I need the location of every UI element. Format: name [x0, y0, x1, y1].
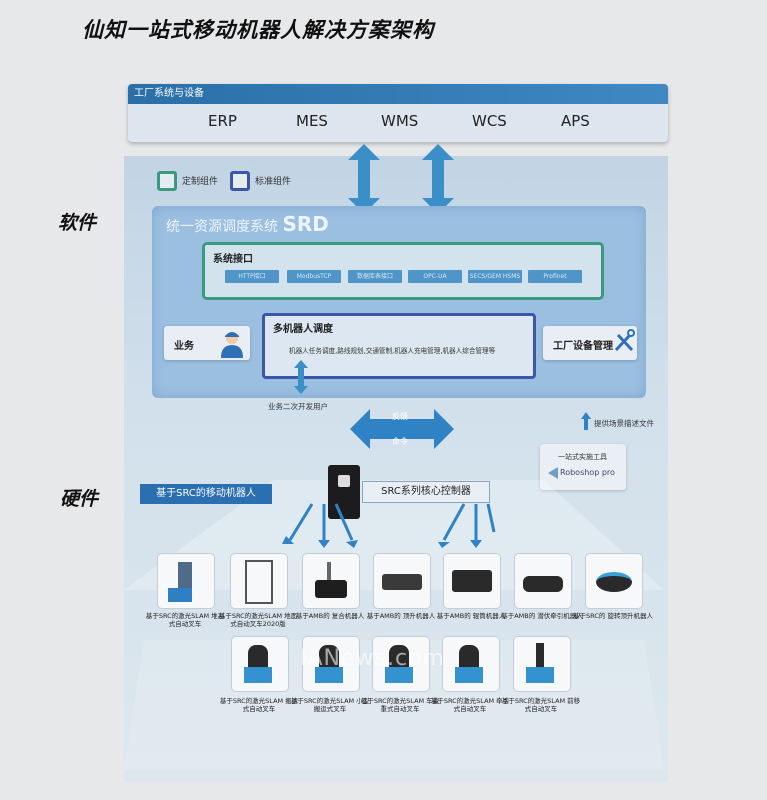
system-mes: MES — [296, 112, 328, 130]
towing-robot-icon — [523, 576, 563, 592]
robot-caption: 基于SRC的激光SLAM 牵引式自动叉车 — [430, 697, 510, 713]
robot-caption: 基于SRC的 旋转顶升机器人 — [573, 612, 653, 620]
business-dev-note: 业务二次开发用户 — [268, 402, 328, 411]
system-interface-title: 系统接口 — [213, 254, 253, 265]
robot-caption: 基于SRC的激光SLAM 车载重式自动叉车 — [360, 697, 440, 713]
core-controller-label: SRC系列核心控制器 — [362, 481, 490, 503]
robot-caption: 基于AMB的 潜伏牵引机器人 — [501, 612, 583, 620]
system-wms: WMS — [381, 112, 419, 130]
robot-caption: 基于SRC的激光SLAM 前移式自动叉车 — [501, 697, 581, 713]
robot-caption: 基于AMB的 辊筒机器人 — [436, 612, 506, 620]
interface-chip: 数据库表接口 — [348, 270, 402, 283]
double-arrows — [348, 144, 454, 214]
robot-card — [585, 553, 643, 609]
up-down-arrow-icon — [348, 144, 380, 214]
multi-robot-title: 多机器人调度 — [273, 324, 333, 335]
distribution-arrows — [282, 503, 496, 548]
legend-custom-swatch — [157, 171, 177, 191]
robot-card — [373, 553, 431, 609]
jacking-robot-icon — [382, 574, 422, 590]
robot-caption: 基于SRC的激光SLAM 小型搬运式叉车 — [290, 697, 370, 713]
roboshop-tool-box: 一站式实施工具 Roboshop pro — [540, 444, 626, 490]
forklift-frame-icon — [245, 560, 273, 604]
robot-caption: 基于AMB的 复合机器人 — [295, 612, 365, 620]
interface-chip: OPC-UA — [408, 270, 462, 283]
robot-caption: 基于SRC的激光SLAM 堆高式自动叉车 — [145, 612, 225, 628]
hardware-tag: 基于SRC的移动机器人 — [140, 484, 272, 504]
feedback-command-arrow — [350, 409, 454, 449]
srd-title: 统一资源调度系统 SRD — [166, 212, 329, 236]
controller-device — [328, 465, 360, 519]
robot-caption: 基于SRC的激光SLAM 地面式自动叉车2020版 — [218, 612, 298, 628]
system-interface-box: 系统接口 HTTP接口 ModbusTCP 数据库表接口 OPC-UA SECS… — [202, 242, 604, 300]
robot-card — [157, 553, 215, 609]
forklift-head-icon — [459, 645, 479, 667]
forklift-body-icon — [168, 588, 192, 602]
business-box: 业务 — [164, 326, 250, 360]
interface-chip: HTTP接口 — [225, 270, 279, 283]
tool-line2: Roboshop pro — [560, 468, 615, 477]
robot-caption: 基于SRC的激光SLAM 搬运式自动叉车 — [219, 697, 299, 713]
rotating-robot-icon — [596, 572, 632, 592]
multi-robot-desc: 机器人任务调度,路线规划,交通管制,机器人充电管理,机器人综合管理等 — [289, 347, 496, 355]
legend-standard-swatch — [230, 171, 250, 191]
up-down-arrow-icon — [422, 144, 454, 214]
interface-chip: ModbusTCP — [287, 270, 341, 283]
roboshop-logo-icon — [548, 467, 558, 479]
watermark: IANews.com — [300, 646, 445, 671]
robot-arm-icon — [327, 562, 331, 580]
up-arrow-icon — [581, 412, 591, 430]
command-label: 命令 — [392, 437, 408, 446]
reach-mast-icon — [536, 643, 544, 683]
robot-card — [230, 553, 288, 609]
system-aps: APS — [561, 112, 590, 130]
vertical-arrow-icon — [294, 360, 308, 394]
roller-robot-icon — [452, 570, 492, 592]
system-wcs: WCS — [472, 112, 507, 130]
page-title: 仙知一站式移动机器人解决方案架构 — [82, 18, 434, 42]
legend-custom-label: 定制组件 — [182, 177, 219, 187]
factory-header: 工厂系统与设备 — [128, 84, 668, 104]
composite-robot-icon — [315, 580, 347, 598]
business-label: 业务 — [174, 341, 194, 352]
forklift-base-icon — [315, 667, 343, 683]
worker-icon — [221, 332, 243, 358]
interface-chip: SECS/GEM HSMS — [468, 270, 522, 283]
forklift-base-icon — [455, 667, 483, 683]
robot-caption: 基于AMB的 顶升机器人 — [366, 612, 436, 620]
equipment-box: 工厂设备管理 — [543, 326, 637, 360]
forklift-base-icon — [385, 667, 413, 683]
forklift-head-icon — [319, 645, 339, 667]
forklift-head-icon — [248, 645, 268, 667]
scene-note: 提供场景描述文件 — [594, 419, 654, 428]
system-erp: ERP — [208, 112, 237, 130]
robot-card — [302, 553, 360, 609]
interface-chip: Profinet — [528, 270, 582, 283]
tools-icon — [614, 329, 635, 352]
forklift-base-icon — [244, 667, 272, 683]
robot-card — [302, 636, 360, 692]
srd-title-text: 统一资源调度系统 — [166, 219, 278, 235]
robot-card — [513, 636, 571, 692]
robot-card — [443, 553, 501, 609]
robot-card — [514, 553, 572, 609]
robot-card — [231, 636, 289, 692]
feedback-label: 反馈 — [392, 412, 408, 421]
software-label: 软件 — [58, 212, 97, 234]
forklift-base-icon — [526, 667, 554, 683]
srd-abbr: SRD — [282, 212, 329, 236]
factory-systems-panel: 工厂系统与设备 ERP MES WMS WCS APS — [128, 84, 668, 142]
forklift-head-icon — [389, 645, 409, 667]
robot-card — [372, 636, 430, 692]
equipment-label: 工厂设备管理 — [553, 341, 613, 352]
controller-logo-icon — [338, 475, 350, 487]
robot-card — [442, 636, 500, 692]
hardware-label: 硬件 — [60, 488, 99, 510]
tool-line1: 一站式实施工具 — [558, 453, 607, 461]
legend-standard-label: 标准组件 — [255, 177, 292, 187]
